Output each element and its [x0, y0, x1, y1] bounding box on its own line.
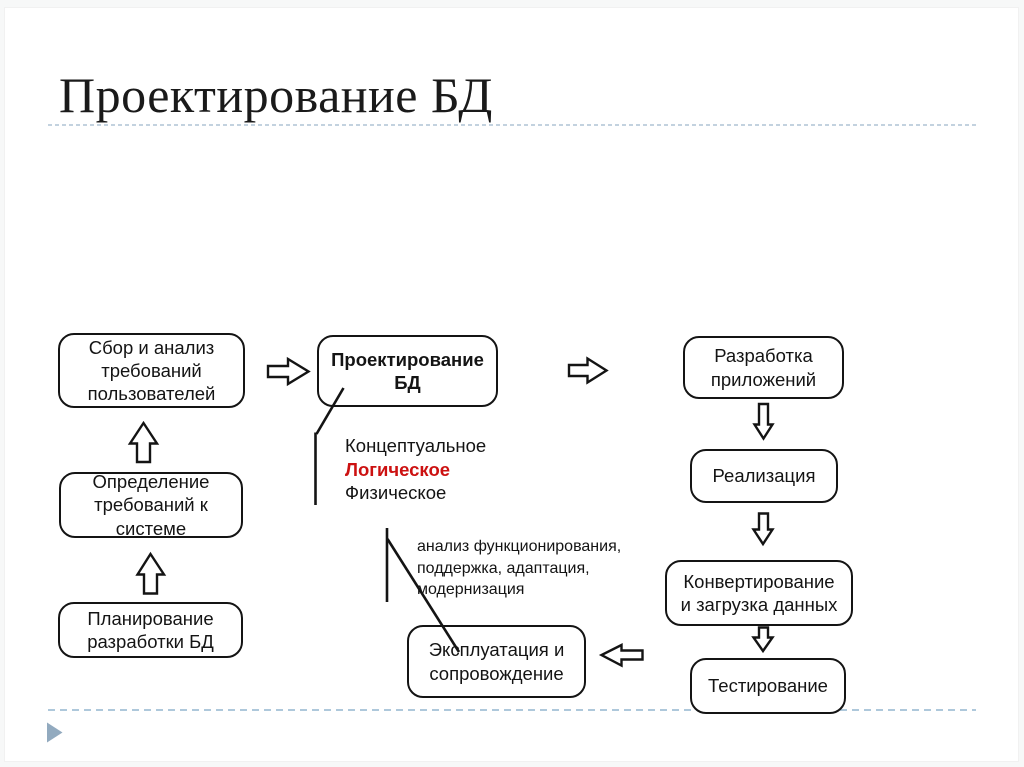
flow-box-implementation-label: Реализация	[712, 465, 816, 487]
flow-box-db-design-label: Проектирование БД	[331, 348, 484, 393]
flow-box-app-development-label: Разработка приложений	[710, 345, 817, 390]
design-level-physical: Физическое	[345, 482, 447, 504]
flow-box-app-development: Разработка приложений	[683, 336, 844, 399]
flow-box-implementation: Реализация	[690, 449, 838, 503]
flow-box-testing: Тестирование	[690, 658, 846, 714]
operation-note: анализ функционирования, поддержка, адап…	[417, 538, 622, 598]
flow-box-operation-maintenance: Эксплуатация и сопровождение	[407, 625, 586, 698]
flow-box-system-requirements: Определение требований к системе	[59, 471, 243, 539]
flow-box-plan-db-development: Планирование разработки БД	[58, 602, 243, 658]
title-divider	[48, 124, 976, 126]
flow-box-plan-db-development-label: Планирование разработки БД	[87, 607, 214, 652]
flow-box-collect-requirements: Сбор и анализ требований пользователей	[58, 333, 245, 408]
page-title: Проектирование БД	[59, 67, 493, 123]
flow-box-operation-maintenance-label: Эксплуатация и сопровождение	[428, 639, 565, 684]
flow-box-system-requirements-label: Определение требований к системе	[92, 471, 210, 539]
design-level-logical: Логическое	[345, 458, 451, 480]
flow-box-testing-label: Тестирование	[708, 675, 828, 697]
footer-divider	[48, 709, 976, 711]
flow-box-collect-requirements-label: Сбор и анализ требований пользователей	[87, 336, 216, 405]
flow-box-convert-load-data: Конвертирование и загрузка данных	[665, 560, 853, 626]
flow-box-db-design: Проектирование БД	[317, 335, 498, 407]
design-levels-list: Концептуальное Логическое Физическое	[345, 434, 486, 505]
design-level-conceptual: Концептуальное	[345, 435, 487, 456]
flow-box-convert-load-data-label: Конвертирование и загрузка данных	[680, 570, 838, 615]
